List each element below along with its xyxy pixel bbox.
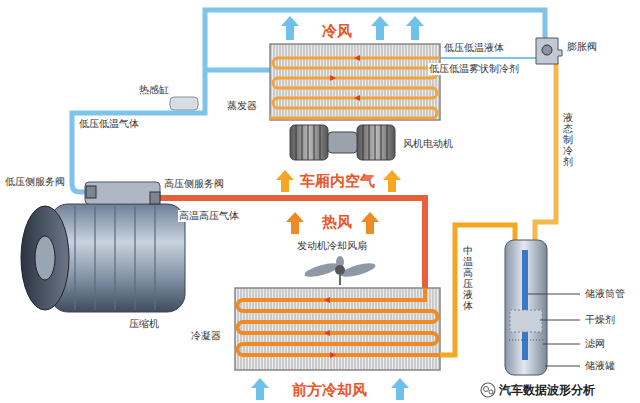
part-label: 热感缸 xyxy=(138,84,170,96)
part-label: 滤网 xyxy=(584,338,606,350)
part-label: 高压侧服务阀 xyxy=(163,178,225,190)
watermark: 汽车数据波形分析 xyxy=(497,383,597,398)
part-label: 发动机冷却风扇 xyxy=(296,240,368,252)
part-label: 低压侧服务阀 xyxy=(4,176,66,188)
part-label: 膨胀阀 xyxy=(566,41,598,53)
part-label: 冷凝器 xyxy=(190,330,222,342)
state-label: 低压低温雾状制冷剂 xyxy=(428,63,520,75)
state-label: 低压低温液体 xyxy=(443,42,505,54)
flow-label: 热风 xyxy=(322,213,352,231)
part-label: 压缩机 xyxy=(128,318,160,330)
state-label: 低压低温气体 xyxy=(78,118,140,130)
state-label: 中温高压液体 xyxy=(463,245,473,311)
state-label: 液态制冷剂 xyxy=(563,112,573,167)
part-label: 干燥剂 xyxy=(584,314,616,326)
flow-label: 车厢内空气 xyxy=(300,172,375,190)
state-label: 高温高压气体 xyxy=(178,210,240,222)
part-label: 储液罐 xyxy=(584,360,616,372)
part-label: 储液筒管 xyxy=(584,288,626,300)
flow-label: 冷风 xyxy=(322,22,352,40)
part-label: 风机电动机 xyxy=(402,138,454,150)
flow-label: 前方冷却风 xyxy=(292,381,367,399)
part-label: 蒸发器 xyxy=(226,100,258,112)
